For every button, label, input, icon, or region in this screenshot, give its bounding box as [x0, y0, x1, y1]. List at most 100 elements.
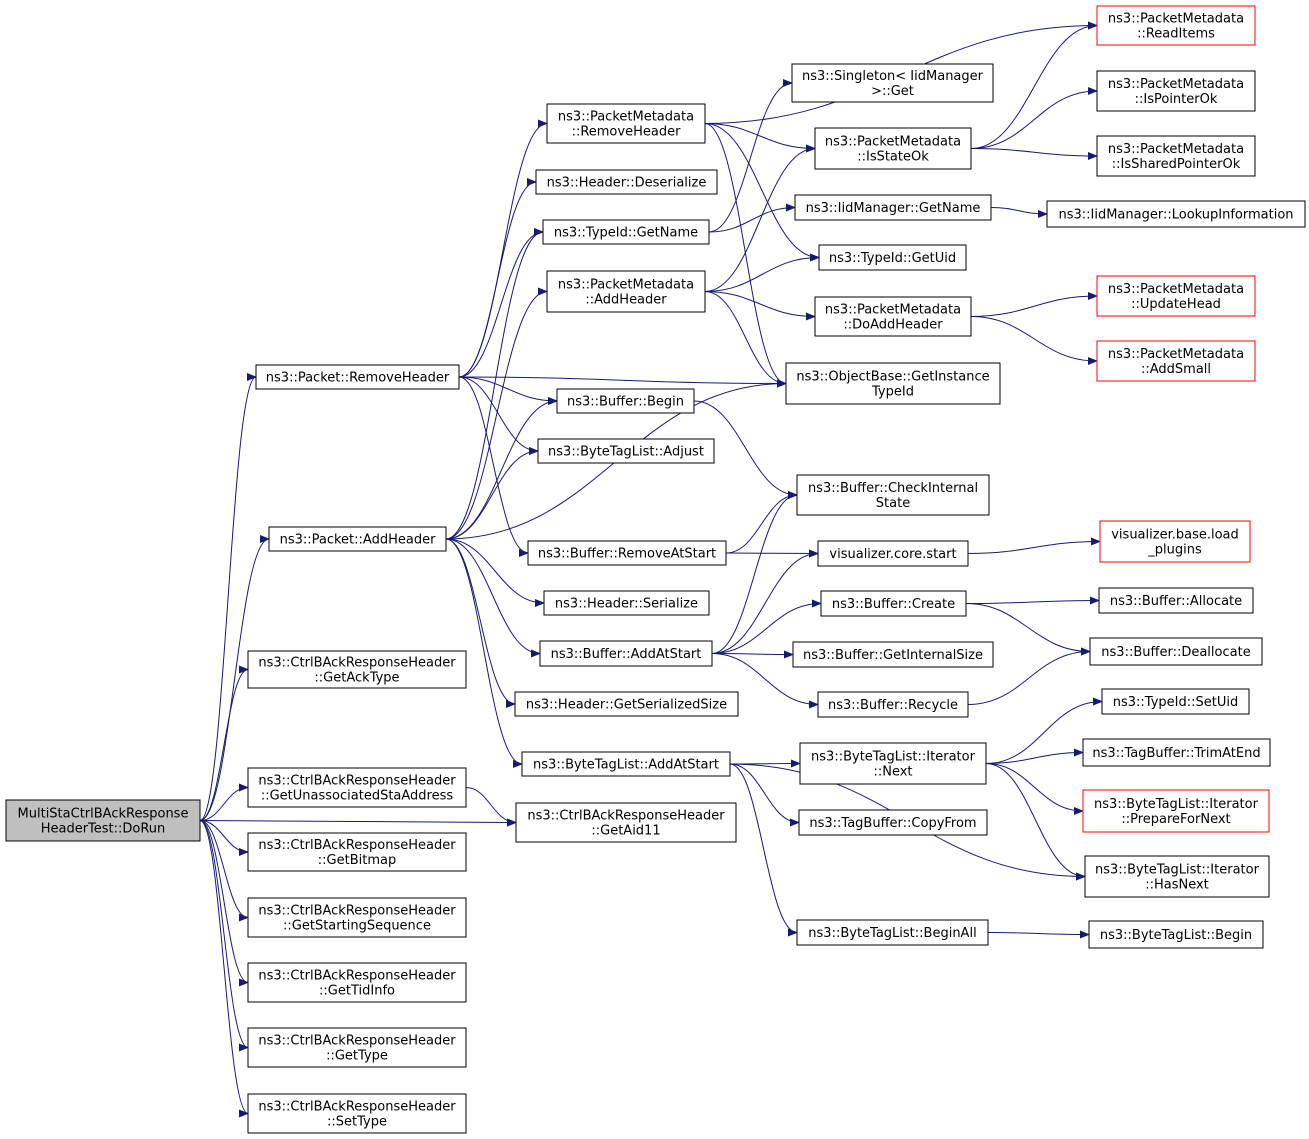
node-pmAddSmall[interactable]: ns3::PacketMetadata::AddSmall [1096, 340, 1256, 382]
node-box-singletonGet[interactable] [791, 63, 994, 103]
node-box-setType[interactable] [247, 1093, 467, 1134]
node-box-bufCreate[interactable] [820, 590, 967, 617]
node-box-removeHeader[interactable] [255, 364, 460, 390]
node-box-visCoreStart[interactable] [817, 540, 969, 567]
node-addHeader[interactable]: ns3::Packet::AddHeader [268, 526, 447, 552]
node-box-pmIsSharedPtrOk[interactable] [1096, 135, 1256, 177]
node-iidGetName[interactable]: ns3::IidManager::GetName [794, 194, 992, 221]
node-bufCreate[interactable]: ns3::Buffer::Create [820, 590, 967, 617]
node-box-bufCheckInternal[interactable] [796, 474, 990, 516]
node-box-getStartSeq[interactable] [247, 897, 467, 938]
node-pmUpdateHead[interactable]: ns3::PacketMetadata::UpdateHead [1096, 275, 1256, 317]
node-btlIterHasNext[interactable]: ns3::ByteTagList::Iterator::HasNext [1084, 855, 1270, 898]
node-hdrDeserialize[interactable]: ns3::Header::Deserialize [535, 169, 718, 195]
node-box-getAckType[interactable] [247, 650, 467, 689]
node-bufGetInternalSize[interactable]: ns3::Buffer::GetInternalSize [792, 641, 994, 668]
node-box-bufAddAtStart[interactable] [539, 640, 713, 667]
node-tagBufCopyFrom[interactable]: ns3::TagBuffer::CopyFrom [798, 809, 988, 836]
node-getTidInfo[interactable]: ns3::CtrlBAckResponseHeader::GetTidInfo [247, 962, 467, 1003]
node-box-btlBegin[interactable] [1088, 920, 1264, 949]
node-pmIsStateOk[interactable]: ns3::PacketMetadata::IsStateOk [814, 127, 972, 170]
node-getAckType[interactable]: ns3::CtrlBAckResponseHeader::GetAckType [247, 650, 467, 689]
node-box-pmUpdateHead[interactable] [1096, 275, 1256, 317]
node-btlIterNext[interactable]: ns3::ByteTagList::Iterator::Next [799, 742, 987, 785]
node-btlBegin[interactable]: ns3::ByteTagList::Begin [1088, 920, 1264, 949]
node-box-typeIdGetUid[interactable] [818, 244, 967, 271]
node-box-bufBegin[interactable] [556, 388, 695, 414]
node-box-hdrDeserialize[interactable] [535, 169, 718, 195]
node-typeIdSetUid[interactable]: ns3::TypeId::SetUid [1101, 688, 1250, 715]
node-getUnassoc[interactable]: ns3::CtrlBAckResponseHeader::GetUnassoci… [247, 767, 467, 808]
node-box-btlBeginAll[interactable] [796, 919, 989, 946]
node-box-bufRecycle[interactable] [817, 691, 969, 718]
node-hdrSerialize[interactable]: ns3::Header::Serialize [543, 590, 710, 616]
node-box-getTidInfo[interactable] [247, 962, 467, 1003]
node-getBitmap[interactable]: ns3::CtrlBAckResponseHeader::GetBitmap [247, 832, 467, 872]
node-box-tagBufTrimAtEnd[interactable] [1082, 738, 1271, 767]
node-box-btlAddAtStart[interactable] [521, 751, 731, 777]
node-box-tagBufCopyFrom[interactable] [798, 809, 988, 836]
node-box-iidLookupInfo[interactable] [1046, 200, 1306, 228]
node-box-pmDoAddHeader[interactable] [814, 296, 972, 337]
node-visLoadPlugins[interactable]: visualizer.base.load_plugins [1099, 520, 1251, 563]
node-box-root[interactable] [5, 799, 201, 842]
node-pmIsPointerOk[interactable]: ns3::PacketMetadata::IsPointerOk [1096, 70, 1256, 112]
node-bufRemoveAtStart[interactable]: ns3::Buffer::RemoveAtStart [527, 540, 727, 566]
node-box-bufDeallocate[interactable] [1089, 637, 1263, 666]
node-box-btlIterHasNext[interactable] [1084, 855, 1270, 898]
node-box-pmIsPointerOk[interactable] [1096, 70, 1256, 112]
node-pmRemoveHeader[interactable]: ns3::PacketMetadata::RemoveHeader [546, 103, 706, 144]
node-bufAddAtStart[interactable]: ns3::Buffer::AddAtStart [539, 640, 713, 667]
node-singletonGet[interactable]: ns3::Singleton< IidManager>::Get [791, 63, 994, 103]
node-visCoreStart[interactable]: visualizer.core.start [817, 540, 969, 567]
node-pmReadItems[interactable]: ns3::PacketMetadata::ReadItems [1096, 5, 1256, 46]
node-getStartSeq[interactable]: ns3::CtrlBAckResponseHeader::GetStarting… [247, 897, 467, 938]
node-box-btlIterNext[interactable] [799, 742, 987, 785]
node-box-getAid11[interactable] [515, 802, 737, 843]
node-box-btlIterPrepare[interactable] [1082, 789, 1270, 833]
node-box-bufAllocate[interactable] [1098, 587, 1254, 614]
node-typeIdGetUid[interactable]: ns3::TypeId::GetUid [818, 244, 967, 271]
node-box-pmAddSmall[interactable] [1096, 340, 1256, 382]
node-box-pmReadItems[interactable] [1096, 5, 1256, 46]
node-box-typeIdSetUid[interactable] [1101, 688, 1250, 715]
node-bufBegin[interactable]: ns3::Buffer::Begin [556, 388, 695, 414]
node-box-addHeader[interactable] [268, 526, 447, 552]
node-btlIterPrepare[interactable]: ns3::ByteTagList::Iterator::PrepareForNe… [1082, 789, 1270, 833]
node-bufDeallocate[interactable]: ns3::Buffer::Deallocate [1089, 637, 1263, 666]
node-removeHeader[interactable]: ns3::Packet::RemoveHeader [255, 364, 460, 390]
node-pmDoAddHeader[interactable]: ns3::PacketMetadata::DoAddHeader [814, 296, 972, 337]
node-box-iidGetName[interactable] [794, 194, 992, 221]
node-bufAllocate[interactable]: ns3::Buffer::Allocate [1098, 587, 1254, 614]
node-box-hdrGetSerSize[interactable] [514, 691, 739, 717]
node-iidLookupInfo[interactable]: ns3::IidManager::LookupInformation [1046, 200, 1306, 228]
node-box-pmRemoveHeader[interactable] [546, 103, 706, 144]
node-box-visLoadPlugins[interactable] [1099, 520, 1251, 563]
node-box-objGetInstTypeId[interactable] [785, 362, 1001, 405]
node-tagBufTrimAtEnd[interactable]: ns3::TagBuffer::TrimAtEnd [1082, 738, 1271, 767]
node-bufRecycle[interactable]: ns3::Buffer::Recycle [817, 691, 969, 718]
node-box-bufGetInternalSize[interactable] [792, 641, 994, 668]
node-box-pmAddHeader[interactable] [546, 270, 706, 313]
node-btlAdjust[interactable]: ns3::ByteTagList::Adjust [537, 438, 715, 464]
node-setType[interactable]: ns3::CtrlBAckResponseHeader::SetType [247, 1093, 467, 1134]
node-pmAddHeader[interactable]: ns3::PacketMetadata::AddHeader [546, 270, 706, 313]
node-getType[interactable]: ns3::CtrlBAckResponseHeader::GetType [247, 1027, 467, 1068]
node-box-getBitmap[interactable] [247, 832, 467, 872]
node-typeIdGetName[interactable]: ns3::TypeId::GetName [542, 219, 710, 245]
node-box-pmIsStateOk[interactable] [814, 127, 972, 170]
node-pmIsSharedPtrOk[interactable]: ns3::PacketMetadata::IsSharedPointerOk [1096, 135, 1256, 177]
node-box-btlAdjust[interactable] [537, 438, 715, 464]
node-btlAddAtStart[interactable]: ns3::ByteTagList::AddAtStart [521, 751, 731, 777]
node-box-getType[interactable] [247, 1027, 467, 1068]
node-getAid11[interactable]: ns3::CtrlBAckResponseHeader::GetAid11 [515, 802, 737, 843]
node-box-bufRemoveAtStart[interactable] [527, 540, 727, 566]
node-btlBeginAll[interactable]: ns3::ByteTagList::BeginAll [796, 919, 989, 946]
node-box-typeIdGetName[interactable] [542, 219, 710, 245]
node-box-hdrSerialize[interactable] [543, 590, 710, 616]
node-hdrGetSerSize[interactable]: ns3::Header::GetSerializedSize [514, 691, 739, 717]
node-box-getUnassoc[interactable] [247, 767, 467, 808]
node-root[interactable]: MultiStaCtrlBAckResponseHeaderTest::DoRu… [5, 799, 201, 842]
